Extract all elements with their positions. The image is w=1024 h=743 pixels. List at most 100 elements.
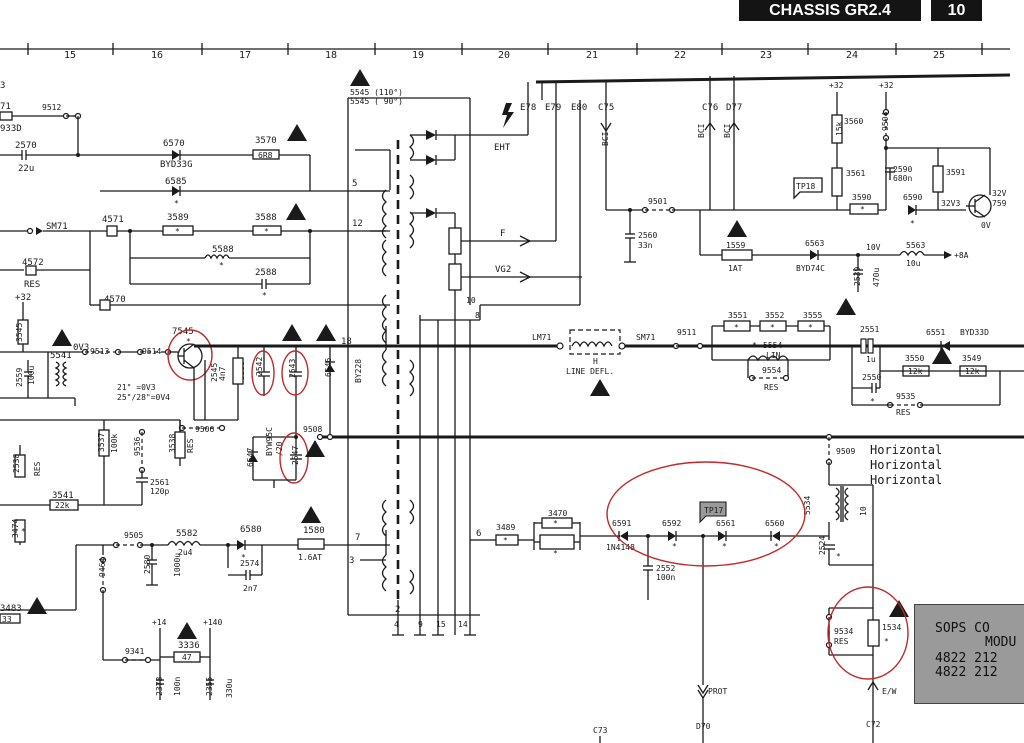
component-label: Horizontal [870,458,942,472]
component-label: 1u [866,355,876,364]
component-label: 9536 [133,437,142,456]
component-label: 3537 [97,433,106,452]
component-label: * [672,542,677,551]
highlight-circle [167,329,213,381]
component-label: 3541 [52,491,74,501]
component-label: * [808,323,813,332]
col-16: 16 [151,50,163,61]
component-label: 3555 [803,311,822,320]
component-label: H [593,357,598,366]
component-label: 9 [418,620,423,629]
component-label: 9534 [834,627,853,636]
lot-transformer: ! 5545 (110°) 5545 ( 90°) 5 12 3 [347,69,581,636]
component-label: 6591 [612,519,631,528]
component-label: ! [844,305,850,316]
connector-section: E78 E79 E80 C75 EHT BCI C76 D77 BCI BCI … [494,76,1007,292]
component-label: BYD74C [796,264,825,273]
warning-icon [316,324,336,341]
component-label: 9341 [125,647,144,656]
component-label: 2551 [860,325,879,334]
transistor-7545: 7545 * 21" =0V3 25"/28"=0V4 2545 4n7 [117,327,227,420]
warning-icon [27,597,47,614]
component-label: 9506 [195,425,214,434]
component-label: ! [60,336,66,347]
ew-section: 9509 Horizontal Horizontal Horizontal 55… [803,433,942,743]
component-label: 3470 [548,509,567,518]
component-label: BYD33G [160,160,193,170]
warning-icon [836,298,856,315]
component-label: 5554 [763,341,782,350]
component-label: 1AT [728,264,743,273]
component-label: BY228 [354,359,363,383]
component-label: RES [896,408,911,417]
component-label: * [752,341,757,350]
component-label: 100u [27,366,36,385]
warning-icon [932,347,952,364]
component-label: 3 [0,81,5,91]
component-label: 33 [2,615,12,624]
component-label: RES [186,438,195,453]
component-label: 2560 [638,231,657,240]
component-label: 2545 [210,363,219,382]
col-15: 15 [64,50,76,61]
component-label: BCI [601,131,610,146]
component-label: 22u [18,164,34,174]
component-label: +32 [879,81,894,90]
component-label: 10u [906,259,921,268]
component-label: ! [598,386,604,397]
component-label: 71 [0,102,11,112]
component-label: * [186,337,191,346]
component-label: 1580 [303,526,325,536]
component-label: * [770,323,775,332]
highlight-circle [279,432,309,484]
component-label: Horizontal [870,473,942,487]
component-label: ! [35,604,41,615]
component-label: ! [295,131,301,142]
component-label: 4572 [22,258,44,268]
component-label: 3589 [167,213,189,223]
component-label: 3538 [168,434,177,453]
component-label: * [553,549,558,558]
warning-icon [305,440,325,457]
component-label: 33n [638,241,653,250]
component-label: 2378 [155,677,164,696]
lightning-icon [502,103,514,128]
protection-section: 3489 * 3470 * 3477 * 6591 1N4148 2552 10… [480,461,829,743]
component-label: RES [764,383,779,392]
component-label: 9535 [896,392,915,401]
component-label: 5563 [906,241,925,250]
component-label: * [553,519,558,528]
component-label: TP18 [796,182,815,191]
component-label: 5582 [176,529,198,539]
component-label: BCI [723,123,732,138]
warning-icon [350,69,370,86]
component-label: 3591 [946,168,965,177]
component-label: 10 [466,296,476,305]
component-label: 1.6AT [298,553,322,562]
component-label: ! [358,76,364,87]
component-label: 6580 [240,525,262,535]
left-bottom-section: 3537 100k 9536 2561 120p 3538 RES 3541 2… [0,419,195,545]
component-label: E80 [571,103,587,113]
component-label: 2561 [150,478,169,487]
component-label: RES [33,461,42,476]
sops-line-1: SOPS CO [935,621,990,636]
component-label: BYD33D [960,328,989,337]
component-label: 2588 [255,268,277,278]
component-label: 15 [436,620,446,629]
component-label: SM71 [46,222,68,232]
component-label: 2547 [291,446,300,465]
component-label: 9464 [98,558,107,577]
component-label: 4 [394,620,399,629]
col-17: 17 [239,50,251,61]
component-label: EHT [494,143,511,153]
component-label: 3483 [0,604,22,614]
component-label: * [241,553,246,562]
component-label: F [500,229,505,239]
component-label: 9514 [142,347,161,356]
component-label: 3561 [846,169,865,178]
component-label: 680n [893,174,912,183]
tp18-tag: TP18 [793,177,823,200]
component-label: 6560 [765,519,784,528]
component-label: 5545 (110°) [350,88,403,97]
